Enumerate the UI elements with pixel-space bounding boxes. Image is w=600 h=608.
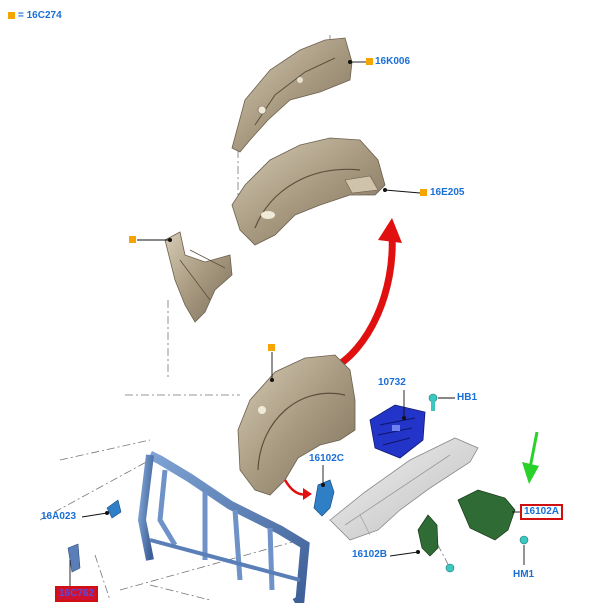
wheelhouse-panel xyxy=(231,137,386,246)
lower-wheelhouse-panel xyxy=(237,354,356,496)
callout-16k006[interactable]: 16K006 xyxy=(375,56,411,67)
fastener-hm1 xyxy=(519,535,529,545)
callout-16e205[interactable]: 16E205 xyxy=(430,187,465,198)
upper-apron-panel xyxy=(231,37,353,153)
radiator-support xyxy=(137,450,310,607)
marker-lower-panel xyxy=(268,344,275,351)
splash-shield-16102b xyxy=(417,514,439,557)
callout-16102a[interactable]: 16102A xyxy=(519,504,564,520)
frame-rail xyxy=(329,437,479,541)
red-curved-arrow xyxy=(328,218,402,374)
callout-16a023[interactable]: 16A023 xyxy=(41,511,77,522)
marker-bracket xyxy=(129,236,136,243)
callout-hb1[interactable]: HB1 xyxy=(457,392,478,403)
blue-bracket-16102c xyxy=(313,479,335,517)
legend-marker-square xyxy=(8,12,15,19)
fastener-lower xyxy=(445,563,455,573)
callout-16102b[interactable]: 16102B xyxy=(352,549,388,560)
fastener-hb1 xyxy=(428,393,438,411)
clip-16a023 xyxy=(106,499,122,519)
callout-hm1[interactable]: HM1 xyxy=(513,569,535,580)
battery-tray xyxy=(369,404,426,459)
callout-10732[interactable]: 10732 xyxy=(378,377,406,388)
red-small-arrow xyxy=(283,479,312,500)
legend-label: = 16C274 xyxy=(18,10,62,21)
callout-16102c[interactable]: 16102C xyxy=(309,453,345,464)
bracket-16c762 xyxy=(67,543,81,573)
side-bracket xyxy=(164,231,233,323)
marker-16e205 xyxy=(420,189,427,196)
callout-16c762[interactable]: 16C762 xyxy=(54,586,99,602)
green-arrow xyxy=(522,431,539,484)
marker-16k006 xyxy=(366,58,373,65)
callout-leaders xyxy=(69,61,525,592)
callout-dots xyxy=(105,60,420,554)
splash-shield-16102a xyxy=(457,489,516,541)
